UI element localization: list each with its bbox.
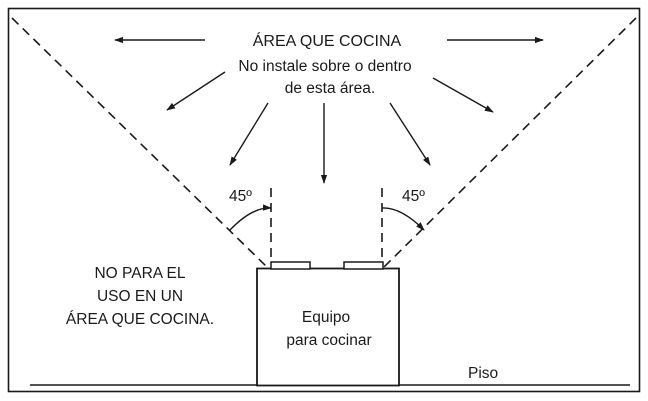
left-boundary-dashed-line <box>11 17 269 269</box>
appliance-label-line-2: para cocinar <box>286 332 371 349</box>
appliance-label-line-1: Equipo <box>302 309 350 326</box>
arrow-down-right-inner <box>389 102 431 166</box>
floor-label: Piso <box>468 365 498 382</box>
arrow-down-left-outer <box>166 71 226 111</box>
right-boundary-dashed-line <box>382 17 637 269</box>
right-angle-arc <box>381 207 425 231</box>
left-angle-label: 45º <box>229 188 252 205</box>
not-for-use-line-2: USO EN UN <box>97 288 183 305</box>
arrow-down-right-outer <box>432 77 494 113</box>
warning-text-line-1: No instale sobre o dentro <box>238 58 411 75</box>
arrow-down-left-inner <box>229 102 269 166</box>
left-angle-arc <box>229 204 272 231</box>
right-angle-label: 45º <box>402 188 425 205</box>
left-burner <box>270 261 311 270</box>
not-for-use-line-3: ÁREA QUE COCINA. <box>66 311 214 328</box>
cooking-appliance-box <box>256 267 400 387</box>
not-for-use-line-1: NO PARA EL <box>94 265 185 282</box>
warning-text-line-2: de esta área. <box>285 80 375 97</box>
right-burner <box>343 261 384 270</box>
diagram-border <box>7 7 641 393</box>
cooking-area-title: ÁREA QUE COCINA <box>253 31 402 50</box>
